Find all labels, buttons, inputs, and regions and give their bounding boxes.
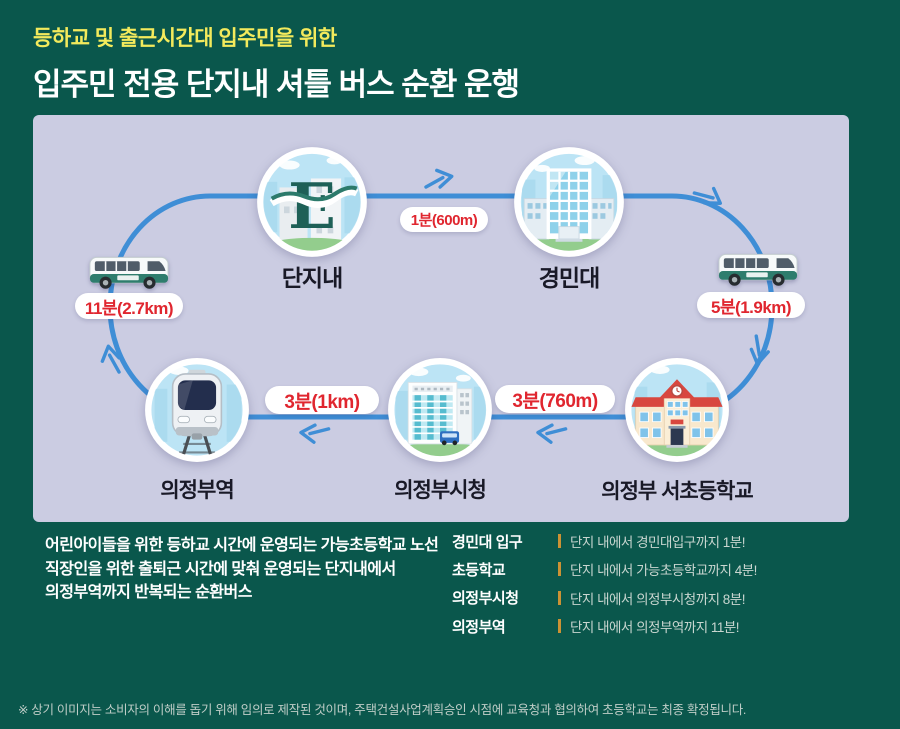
- node-label-danji: 단지내: [281, 265, 343, 291]
- apartment-logo-e-icon: E: [257, 147, 367, 257]
- elementary-school-building-icon: [625, 358, 729, 462]
- node-label-station: 의정부역: [160, 479, 234, 502]
- time-pill-danji-kyungmin: 1분(600m): [400, 207, 488, 232]
- flow-arrow-bottomright-icon: [535, 421, 568, 446]
- page-title: 입주민 전용 단지내 셔틀 버스 순환 운행: [33, 67, 520, 102]
- destination-label: 의정부역: [452, 618, 506, 636]
- travel-time-text: 단지 내에서 의정부시청까지 8분!: [570, 591, 745, 607]
- travel-time-text: 단지 내에서 의정부역까지 11분!: [570, 620, 740, 636]
- route-diagram-panel: E: [33, 115, 849, 522]
- node-uijeongbu-cityhall: [387, 357, 493, 463]
- node-uijeongbu-station: [144, 357, 250, 463]
- node-kyungmin: [513, 146, 625, 258]
- flow-arrow-top-icon: [422, 166, 455, 191]
- list-item: 의정부시청 단지 내에서 의정부시청까지 8분!: [452, 590, 757, 608]
- flow-arrow-bottomleft-icon: [298, 421, 331, 446]
- description-line: 의정부역까지 반복되는 순환버스: [45, 584, 252, 601]
- list-item: 의정부역 단지 내에서 의정부역까지 11분!: [452, 618, 757, 636]
- list-item: 경민대 입구 단지 내에서 경민대입구까지 1분!: [452, 533, 757, 551]
- node-label-cityhall: 의정부시청: [394, 479, 487, 502]
- shuttle-bus-right-icon: [718, 253, 798, 286]
- node-label-school: 의정부 서초등학교: [601, 480, 753, 503]
- destination-label: 경민대 입구: [452, 533, 523, 551]
- destination-label: 초등학교: [452, 561, 506, 579]
- destination-label: 의정부시청: [452, 590, 519, 608]
- gold-divider: [558, 619, 561, 634]
- gold-divider: [558, 562, 561, 577]
- time-pill-cityhall-station: 3분(1km): [265, 386, 379, 414]
- description-line: 어린아이들을 위한 등하교 시간에 운영되는 가능초등학교 노선: [45, 537, 439, 554]
- header: 등하교 및 출근시간대 입주민을 위한 입주민 전용 단지내 셔틀 버스 순환 …: [33, 22, 520, 104]
- list-item: 초등학교 단지 내에서 가능초등학교까지 4분!: [452, 561, 757, 579]
- node-label-kyungmin: 경민대: [538, 265, 600, 291]
- gold-divider: [558, 534, 561, 548]
- node-seo-elementary-school: [624, 357, 730, 463]
- time-pill-kyungmin-school: 5분(1.9km): [697, 292, 805, 318]
- time-pill-station-danji: 11분(2.7km): [75, 293, 183, 319]
- travel-time-text: 단지 내에서 가능초등학교까지 4분!: [570, 563, 757, 579]
- header-subtitle: 등하교 및 출근시간대 입주민을 위한: [33, 27, 337, 50]
- route-description: 어린아이들을 위한 등하교 시간에 운영되는 가능초등학교 노선 직장인을 위한…: [45, 534, 439, 605]
- disclaimer-note: ※ 상기 이미지는 소비자의 이해를 돕기 위해 임의로 제작된 것이며, 주택…: [18, 703, 747, 717]
- subway-train-icon: [145, 358, 249, 462]
- description-line: 직장인을 위한 출퇴근 시간에 맞춰 운영되는 단지내에서: [45, 560, 396, 578]
- travel-time-text: 단지 내에서 경민대입구까지 1분!: [570, 535, 745, 550]
- travel-time-list: 경민대 입구 단지 내에서 경민대입구까지 1분! 초등학교 단지 내에서 가능…: [452, 533, 757, 647]
- city-hall-building-icon: [388, 358, 492, 462]
- time-pill-school-cityhall: 3분(760m): [495, 385, 615, 413]
- shuttle-bus-left-icon: [89, 256, 169, 289]
- node-danji: E: [256, 146, 368, 258]
- university-building-icon: [514, 147, 624, 257]
- gold-divider: [558, 590, 561, 605]
